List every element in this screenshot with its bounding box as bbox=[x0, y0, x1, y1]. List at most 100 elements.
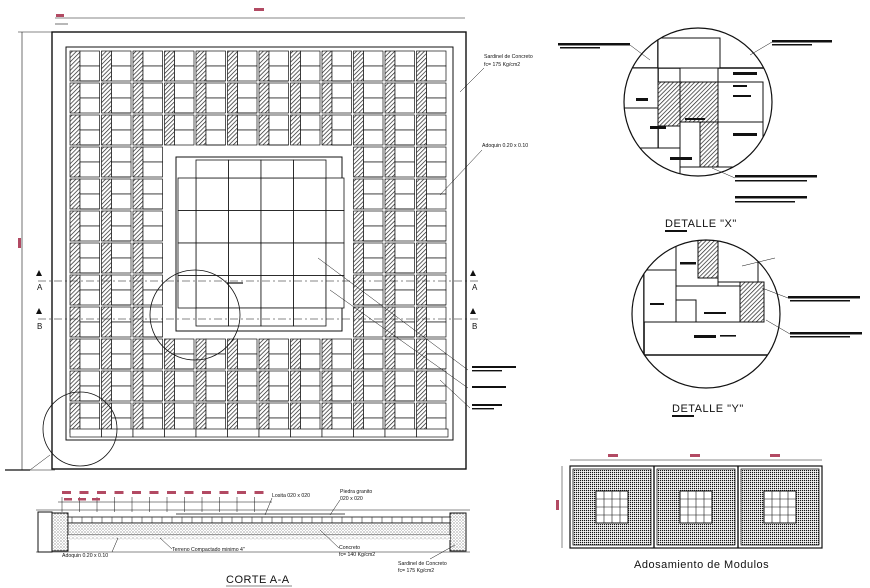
label-sardinel: Sardinel de Concreto bbox=[484, 54, 533, 60]
paver bbox=[300, 370, 321, 387]
paver bbox=[237, 114, 258, 131]
ring-tile bbox=[293, 159, 327, 179]
paver bbox=[394, 242, 415, 259]
paver bbox=[142, 257, 163, 274]
paver bbox=[111, 97, 132, 114]
center-tile bbox=[195, 210, 229, 244]
ring-tile bbox=[293, 307, 327, 327]
paver bbox=[426, 257, 447, 274]
paver bbox=[394, 321, 415, 338]
paver bbox=[237, 97, 258, 114]
corte-sardinel-fc: fc= 175 Kg/cm2 bbox=[398, 568, 434, 574]
paver bbox=[268, 385, 289, 402]
paver-hatched bbox=[195, 114, 207, 146]
ring-tile bbox=[177, 177, 197, 211]
dimension-tag bbox=[79, 491, 89, 494]
paver-hatched bbox=[69, 82, 81, 114]
paver bbox=[363, 97, 384, 114]
paver bbox=[300, 385, 321, 402]
paver-hatched bbox=[164, 82, 175, 114]
paver bbox=[426, 65, 447, 82]
paver bbox=[205, 385, 226, 402]
paver bbox=[394, 225, 415, 242]
paver bbox=[205, 82, 226, 99]
detalle-y: DETALLE "Y" bbox=[631, 239, 862, 417]
paver-hatched bbox=[353, 210, 364, 242]
paver bbox=[426, 225, 447, 242]
paver bbox=[111, 257, 132, 274]
center-tile bbox=[228, 242, 262, 276]
paver bbox=[394, 97, 415, 114]
center-tile bbox=[293, 177, 327, 211]
paver bbox=[363, 114, 384, 131]
paver-hatched bbox=[416, 274, 427, 306]
paver bbox=[111, 370, 132, 387]
paver bbox=[268, 82, 289, 99]
dimension-tag bbox=[64, 498, 72, 501]
paver bbox=[426, 321, 447, 338]
border-paver bbox=[227, 428, 260, 438]
paver-hatched bbox=[69, 50, 81, 82]
paver-hatched bbox=[416, 402, 427, 434]
paver bbox=[79, 65, 100, 82]
paver bbox=[426, 146, 447, 163]
center-tile bbox=[260, 242, 294, 276]
paver bbox=[426, 289, 447, 306]
adosamiento-modulos: Adosamiento de Modulos bbox=[556, 454, 823, 571]
border-paver bbox=[258, 428, 291, 438]
paver bbox=[331, 402, 352, 419]
paver-hatched bbox=[290, 82, 301, 114]
paver bbox=[363, 210, 384, 227]
paver-hatched bbox=[101, 338, 112, 370]
section-b-right: B bbox=[472, 322, 477, 331]
paver bbox=[205, 370, 226, 387]
paver bbox=[426, 50, 447, 67]
paver bbox=[142, 385, 163, 402]
paver-hatched bbox=[290, 114, 301, 146]
paver bbox=[79, 146, 100, 163]
corte-piedra-size: 020 x 020 bbox=[340, 496, 363, 502]
paver bbox=[79, 50, 100, 67]
paver bbox=[426, 402, 447, 419]
corte-title: CORTE A-A bbox=[226, 574, 290, 586]
paver bbox=[237, 129, 258, 146]
paver-hatched bbox=[384, 146, 396, 178]
section-a-left: A bbox=[37, 283, 43, 292]
dimension-tag bbox=[167, 491, 176, 494]
paver bbox=[268, 338, 289, 355]
paver-hatched bbox=[69, 146, 81, 178]
paver bbox=[426, 242, 447, 259]
paver-hatched bbox=[132, 274, 144, 306]
dimension-tag bbox=[254, 8, 264, 11]
ring-tile bbox=[325, 210, 345, 244]
paver-hatched bbox=[290, 50, 301, 82]
paver bbox=[394, 289, 415, 306]
paver bbox=[237, 385, 258, 402]
paver-hatched bbox=[384, 114, 396, 146]
paver bbox=[268, 65, 289, 82]
paver-hatched bbox=[132, 114, 144, 146]
paver bbox=[394, 274, 415, 291]
paver-hatched bbox=[132, 370, 144, 402]
ring-tile bbox=[177, 275, 197, 309]
paver-hatched bbox=[195, 82, 207, 114]
paver-hatched bbox=[195, 50, 207, 82]
center-tile bbox=[260, 177, 294, 211]
paver bbox=[300, 82, 321, 99]
paver bbox=[363, 353, 384, 370]
dimension-tag bbox=[202, 491, 211, 494]
paver-hatched bbox=[132, 402, 144, 434]
paver bbox=[363, 225, 384, 242]
paver-hatched bbox=[101, 50, 112, 82]
paver-hatched bbox=[227, 82, 238, 114]
module-tiles bbox=[572, 466, 820, 548]
paver bbox=[394, 257, 415, 274]
paver-hatched bbox=[290, 338, 301, 370]
paver bbox=[142, 242, 163, 259]
border-paver bbox=[384, 428, 417, 438]
paver-hatched bbox=[195, 338, 207, 370]
paver-hatched bbox=[353, 370, 364, 402]
paver-hatched bbox=[416, 338, 427, 370]
paver bbox=[205, 50, 226, 67]
paver bbox=[142, 82, 163, 99]
